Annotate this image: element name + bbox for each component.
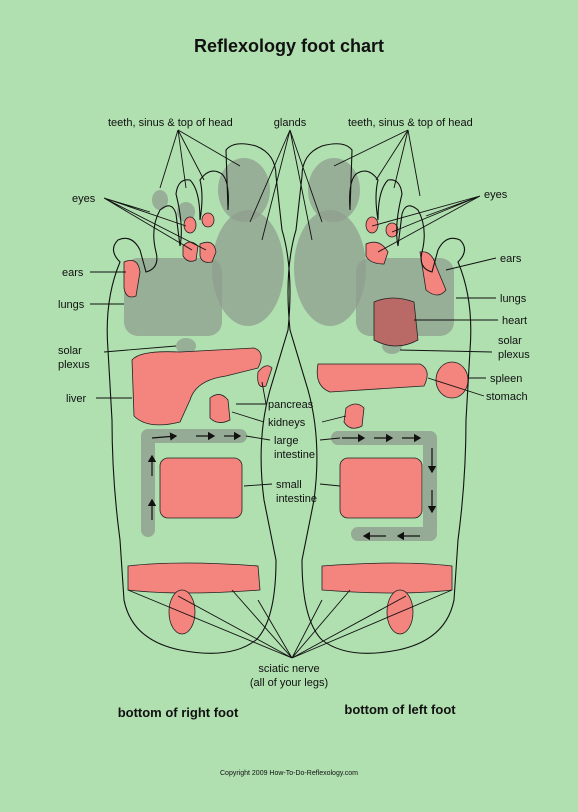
eyes-zone-3 bbox=[365, 241, 389, 265]
leader-teeth-left bbox=[159, 129, 241, 189]
glands-zone bbox=[294, 210, 366, 326]
small-intestine-zone bbox=[159, 457, 243, 519]
leader-teeth-right bbox=[333, 129, 421, 197]
leader-glands bbox=[249, 129, 323, 241]
lungs-zone bbox=[124, 258, 222, 336]
small-intestine-zone bbox=[339, 457, 423, 519]
heart-zone bbox=[373, 297, 419, 347]
stomach-zone bbox=[316, 363, 428, 393]
leader-sciatic bbox=[127, 589, 453, 659]
spleen-zone bbox=[435, 361, 469, 399]
sciatic-band-zone bbox=[127, 562, 261, 594]
leader-solar-left bbox=[103, 345, 177, 353]
label-glands: glands bbox=[274, 117, 307, 129]
label-lungs-left: lungs bbox=[58, 299, 85, 311]
label-teeth-right: teeth, sinus & top of head bbox=[348, 117, 473, 129]
caption-left-foot: bottom of left foot bbox=[344, 702, 456, 717]
ears-zone bbox=[123, 259, 141, 298]
leader-eyes-right bbox=[371, 195, 481, 253]
liver-zone bbox=[131, 347, 262, 426]
label-ears-right: ears bbox=[500, 253, 522, 265]
leader-kidneys bbox=[231, 411, 347, 423]
label-small-2: intestine bbox=[276, 493, 317, 505]
kidney-zone bbox=[209, 394, 231, 423]
right-foot-outline bbox=[106, 143, 291, 654]
pancreas-zone bbox=[257, 365, 273, 388]
right-foot bbox=[106, 143, 291, 654]
leader-solar-right bbox=[399, 349, 493, 353]
label-sciatic-1: sciatic nerve bbox=[258, 663, 319, 675]
eyes-zone-4 bbox=[199, 241, 217, 263]
label-heart: heart bbox=[502, 315, 527, 327]
leader-eyes-left bbox=[103, 197, 207, 251]
label-solar-right-1: solar bbox=[498, 335, 522, 347]
eyes-zone bbox=[365, 216, 379, 234]
label-eyes-right: eyes bbox=[484, 189, 508, 201]
leader-lines bbox=[90, 129, 498, 659]
label-solar-right-2: plexus bbox=[498, 349, 530, 361]
page-title: Reflexology foot chart bbox=[194, 36, 384, 56]
leader-ears-right bbox=[445, 257, 497, 271]
label-kidneys: kidneys bbox=[268, 417, 306, 429]
label-eyes-left: eyes bbox=[72, 193, 96, 205]
eyes-zone-2 bbox=[201, 212, 215, 228]
label-large-1: large bbox=[274, 435, 298, 447]
label-large-2: intestine bbox=[274, 449, 315, 461]
label-ears-left: ears bbox=[62, 267, 84, 279]
label-stomach: stomach bbox=[486, 391, 528, 403]
leader-stomach bbox=[427, 377, 485, 397]
intestine-arrow bbox=[151, 432, 178, 441]
leader-pancreas bbox=[236, 381, 267, 405]
label-small-1: small bbox=[276, 479, 302, 491]
sciatic-band-zone bbox=[321, 562, 453, 594]
label-liver: liver bbox=[66, 393, 87, 405]
label-sciatic-2: (all of your legs) bbox=[250, 677, 328, 689]
label-teeth-left: teeth, sinus & top of head bbox=[108, 117, 233, 129]
copyright-text: Copyright 2009 How-To-Do-Reflexology.com bbox=[220, 770, 358, 777]
solar-plexus-zone bbox=[176, 338, 196, 354]
label-lungs-right: lungs bbox=[500, 293, 527, 305]
big-toe-head-zone bbox=[308, 158, 360, 222]
label-spleen: spleen bbox=[490, 373, 522, 385]
glands-zone bbox=[212, 210, 284, 326]
leader-small-intestine bbox=[243, 483, 341, 487]
label-pancreas: pancreas bbox=[268, 399, 314, 411]
toe3-zone bbox=[152, 190, 168, 210]
caption-right-foot: bottom of right foot bbox=[118, 705, 239, 720]
ears-zone bbox=[419, 251, 447, 296]
leader-large-intestine bbox=[245, 435, 341, 441]
left-foot-outline bbox=[287, 143, 472, 654]
eyes-zone bbox=[183, 216, 197, 234]
label-solar-left-2: plexus bbox=[58, 359, 90, 371]
kidney-zone bbox=[343, 403, 365, 429]
label-solar-left-1: solar bbox=[58, 345, 82, 357]
